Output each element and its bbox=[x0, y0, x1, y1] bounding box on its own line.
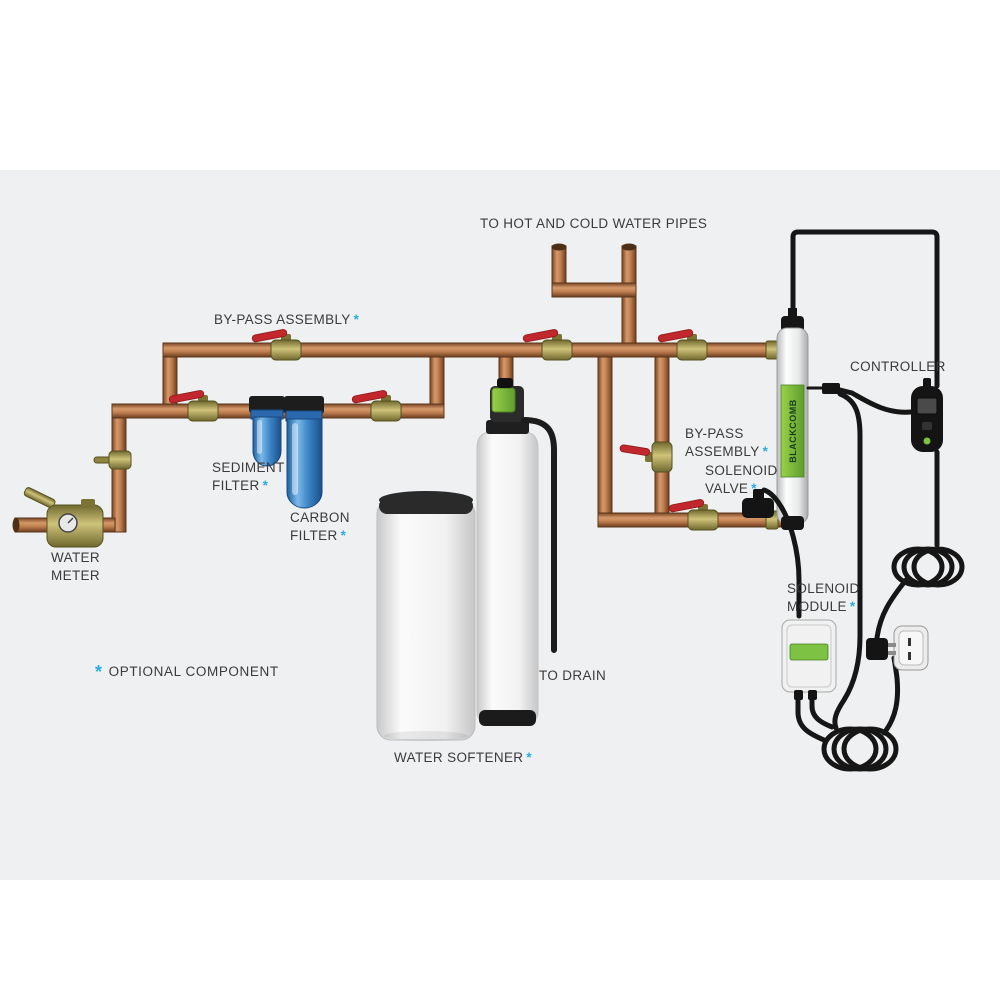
riser-drain-valve bbox=[93, 450, 132, 470]
water-softener-label: WATER SOFTENER* bbox=[394, 750, 533, 765]
bypass-assembly-top-label: BY-PASS ASSEMBLY* bbox=[214, 312, 360, 327]
hot-cold-pipes-label: TO HOT AND COLD WATER PIPES bbox=[480, 216, 708, 231]
bypass-assembly-right-label: BY-PASS ASSEMBLY* bbox=[685, 426, 769, 459]
optional-asterisk: * bbox=[353, 312, 360, 327]
legend-asterisk: * bbox=[95, 662, 103, 682]
optional-component-legend: *OPTIONAL COMPONENT bbox=[95, 662, 279, 682]
uv-chamber: BLACKCOMB bbox=[776, 308, 809, 530]
controller bbox=[911, 378, 943, 452]
water-meter bbox=[23, 487, 104, 548]
drain-line bbox=[521, 417, 557, 653]
softener-control-head bbox=[486, 378, 529, 434]
power-outlet bbox=[893, 625, 929, 671]
uv-lamp-connector bbox=[822, 383, 840, 394]
cables bbox=[761, 229, 965, 772]
solenoid-module bbox=[781, 619, 837, 700]
to-drain-label: TO DRAIN bbox=[539, 668, 607, 683]
solenoid-valve bbox=[742, 489, 774, 518]
water-meter-label: WATER METER bbox=[51, 550, 100, 583]
optional-asterisk: * bbox=[340, 528, 347, 543]
resin-tank bbox=[476, 431, 539, 726]
sediment-filter-label: SEDIMENT FILTER* bbox=[212, 460, 285, 493]
uv-brand-text: BLACKCOMB bbox=[788, 399, 798, 463]
brine-tank bbox=[376, 491, 476, 741]
controller-label: CONTROLLER bbox=[850, 359, 946, 374]
sediment-filter bbox=[249, 396, 285, 467]
optional-asterisk: * bbox=[849, 599, 856, 614]
optional-asterisk: * bbox=[751, 481, 757, 496]
solenoid-module-label: SOLENOID MODULE* bbox=[787, 581, 860, 614]
bypass-valve-right bbox=[619, 441, 673, 473]
solenoid-valve-label: SOLENOID VALVE* bbox=[705, 463, 778, 496]
power-plug bbox=[866, 638, 896, 660]
optional-asterisk: * bbox=[762, 444, 769, 459]
optional-asterisk: * bbox=[262, 478, 269, 493]
optional-asterisk: * bbox=[526, 750, 533, 765]
carbon-filter-label: CARBON FILTER* bbox=[290, 510, 350, 543]
carbon-filter bbox=[284, 396, 324, 509]
